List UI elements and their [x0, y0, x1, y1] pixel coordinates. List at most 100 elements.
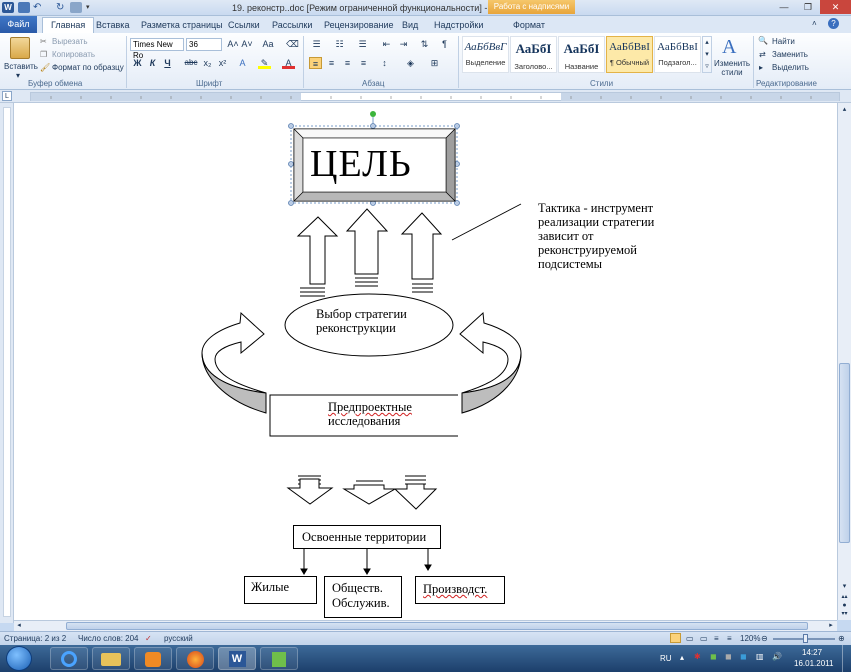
- show-desktop-button[interactable]: [842, 645, 851, 672]
- zoom-out-icon[interactable]: ⊖: [761, 634, 768, 643]
- spelling-icon[interactable]: ✓: [145, 634, 152, 643]
- scroll-thumb[interactable]: [839, 363, 850, 543]
- horizontal-ruler[interactable]: L: [0, 90, 851, 103]
- clock-date[interactable]: 16.01.2011: [794, 659, 834, 668]
- tab-page-layout[interactable]: Разметка страницы: [141, 20, 223, 30]
- taskbar-firefox-icon[interactable]: [176, 647, 214, 670]
- tray-app-icon[interactable]: ◼: [710, 652, 717, 661]
- vertical-scrollbar[interactable]: ▴ ▾ ▴▴ ● ▾▾: [837, 103, 851, 620]
- zoom-level[interactable]: 120%: [740, 634, 761, 643]
- subscript-button[interactable]: x₂: [203, 58, 212, 68]
- prev-page-icon[interactable]: ▴▴: [841, 594, 848, 600]
- tab-references[interactable]: Ссылки: [228, 20, 260, 30]
- select-button[interactable]: Выделить: [772, 63, 809, 72]
- horizontal-scroll-thumb[interactable]: [66, 622, 808, 630]
- shading-icon[interactable]: ◈: [407, 58, 414, 68]
- align-left-icon[interactable]: ≡: [309, 57, 322, 69]
- paste-icon[interactable]: [10, 37, 30, 59]
- tray-app-icon[interactable]: ✱: [694, 652, 701, 661]
- style-heading[interactable]: АаБбІ Заголово...: [510, 36, 557, 73]
- copy-button[interactable]: Копировать: [52, 50, 96, 59]
- highlight-icon[interactable]: ✎: [258, 57, 271, 69]
- taskbar-explorer-icon[interactable]: [92, 647, 130, 670]
- taskbar-ie-icon[interactable]: [50, 647, 88, 670]
- word-count[interactable]: Число слов: 204: [78, 634, 139, 643]
- tab-review[interactable]: Рецензирование: [324, 20, 394, 30]
- minimize-button[interactable]: —: [779, 2, 789, 12]
- input-language[interactable]: RU: [660, 654, 672, 663]
- align-center-icon[interactable]: ≡: [328, 58, 335, 68]
- view-web-icon[interactable]: ▭: [700, 634, 708, 643]
- show-marks-icon[interactable]: ¶: [442, 39, 447, 49]
- change-styles-icon[interactable]: A: [722, 36, 737, 58]
- increase-indent-icon[interactable]: ⇥: [399, 39, 408, 49]
- shrink-font-button[interactable]: A˅: [241, 39, 253, 49]
- print-preview-icon[interactable]: [70, 2, 82, 13]
- tray-app-icon[interactable]: ◼: [740, 652, 747, 661]
- style-title[interactable]: АаБбІ Название: [558, 36, 605, 73]
- style-emphasis[interactable]: АаБбВвГ Выделение: [462, 36, 509, 73]
- scroll-left-icon[interactable]: ◂: [17, 622, 21, 629]
- paste-dropdown-icon[interactable]: ▾: [16, 71, 21, 80]
- clock-time[interactable]: 14:27: [802, 648, 823, 657]
- industrial-box[interactable]: Производст.: [415, 576, 505, 604]
- preproject-text[interactable]: Предпроектные исследования: [328, 400, 412, 428]
- tactic-text[interactable]: Тактика - инструмент реализации стратеги…: [538, 201, 654, 271]
- ribbon-minimize-icon[interactable]: ˄: [812, 19, 817, 28]
- tab-selector-icon[interactable]: L: [2, 91, 12, 101]
- change-case-button[interactable]: Aa: [262, 39, 274, 49]
- undo-icon[interactable]: ↶: [33, 2, 42, 13]
- tab-format[interactable]: Формат: [513, 20, 545, 30]
- replace-icon[interactable]: ⇄: [759, 50, 766, 59]
- network-icon[interactable]: ▥: [756, 652, 764, 661]
- word-app-icon[interactable]: W: [2, 2, 14, 13]
- justify-icon[interactable]: ≡: [360, 58, 367, 68]
- vertical-ruler[interactable]: [0, 103, 14, 623]
- maximize-button[interactable]: ❐: [803, 2, 813, 12]
- tab-view[interactable]: Вид: [402, 20, 419, 30]
- paste-button[interactable]: Вставить: [4, 62, 38, 71]
- superscript-button[interactable]: x²: [218, 58, 227, 68]
- scroll-up-icon[interactable]: ▴: [842, 106, 847, 113]
- start-button[interactable]: [6, 646, 32, 671]
- font-size-combo[interactable]: 36: [186, 38, 222, 51]
- help-icon[interactable]: ?: [828, 18, 839, 29]
- multilevel-list-icon[interactable]: ☰: [358, 39, 367, 49]
- strikethrough-button[interactable]: abc: [184, 58, 198, 67]
- bold-button[interactable]: Ж: [133, 58, 142, 68]
- format-painter-button[interactable]: Формат по образцу: [52, 63, 124, 72]
- territories-box[interactable]: Освоенные территории: [293, 525, 441, 549]
- tab-home[interactable]: Главная: [42, 17, 95, 33]
- borders-icon[interactable]: ⊞: [430, 58, 439, 68]
- grow-font-button[interactable]: A˄: [227, 39, 239, 49]
- copy-icon[interactable]: ❐: [40, 50, 48, 59]
- scroll-right-icon[interactable]: ▸: [829, 622, 833, 629]
- font-name-combo[interactable]: Times New Ro: [130, 38, 184, 60]
- sort-icon[interactable]: ⇅: [420, 39, 429, 49]
- tab-mailings[interactable]: Рассылки: [272, 20, 313, 30]
- tab-insert[interactable]: Вставка: [96, 20, 130, 30]
- zoom-slider-thumb[interactable]: [803, 634, 808, 643]
- language-status[interactable]: русский: [164, 634, 193, 643]
- select-icon[interactable]: ▸: [759, 63, 764, 72]
- decrease-indent-icon[interactable]: ⇤: [382, 39, 391, 49]
- italic-button[interactable]: К: [149, 58, 156, 68]
- view-print-layout-icon[interactable]: [670, 633, 681, 643]
- page-count[interactable]: Страница: 2 из 2: [4, 634, 67, 643]
- goal-textbox[interactable]: ЦЕЛЬ: [310, 143, 412, 185]
- redo-icon[interactable]: ↻: [56, 2, 65, 13]
- cut-button[interactable]: Вырезать: [52, 37, 88, 46]
- zoom-in-icon[interactable]: ⊕: [838, 634, 845, 643]
- taskbar-media-icon[interactable]: [134, 647, 172, 670]
- style-normal[interactable]: АаБбВвІ ¶ Обычный: [606, 36, 653, 73]
- view-outline-icon[interactable]: ≡: [714, 634, 719, 643]
- clear-formatting-icon[interactable]: ⌫: [286, 39, 299, 49]
- horizontal-scrollbar[interactable]: ◂ ▸: [14, 620, 837, 631]
- view-draft-icon[interactable]: ≡: [727, 634, 732, 643]
- taskbar-word-icon[interactable]: W: [218, 647, 256, 670]
- strategy-ellipse-text[interactable]: Выбор стратегии реконструкции: [316, 307, 407, 335]
- align-right-icon[interactable]: ≡: [344, 58, 351, 68]
- find-button[interactable]: Найти: [772, 37, 795, 46]
- tab-file[interactable]: Файл: [0, 16, 37, 33]
- scroll-down-icon[interactable]: ▾: [842, 583, 847, 590]
